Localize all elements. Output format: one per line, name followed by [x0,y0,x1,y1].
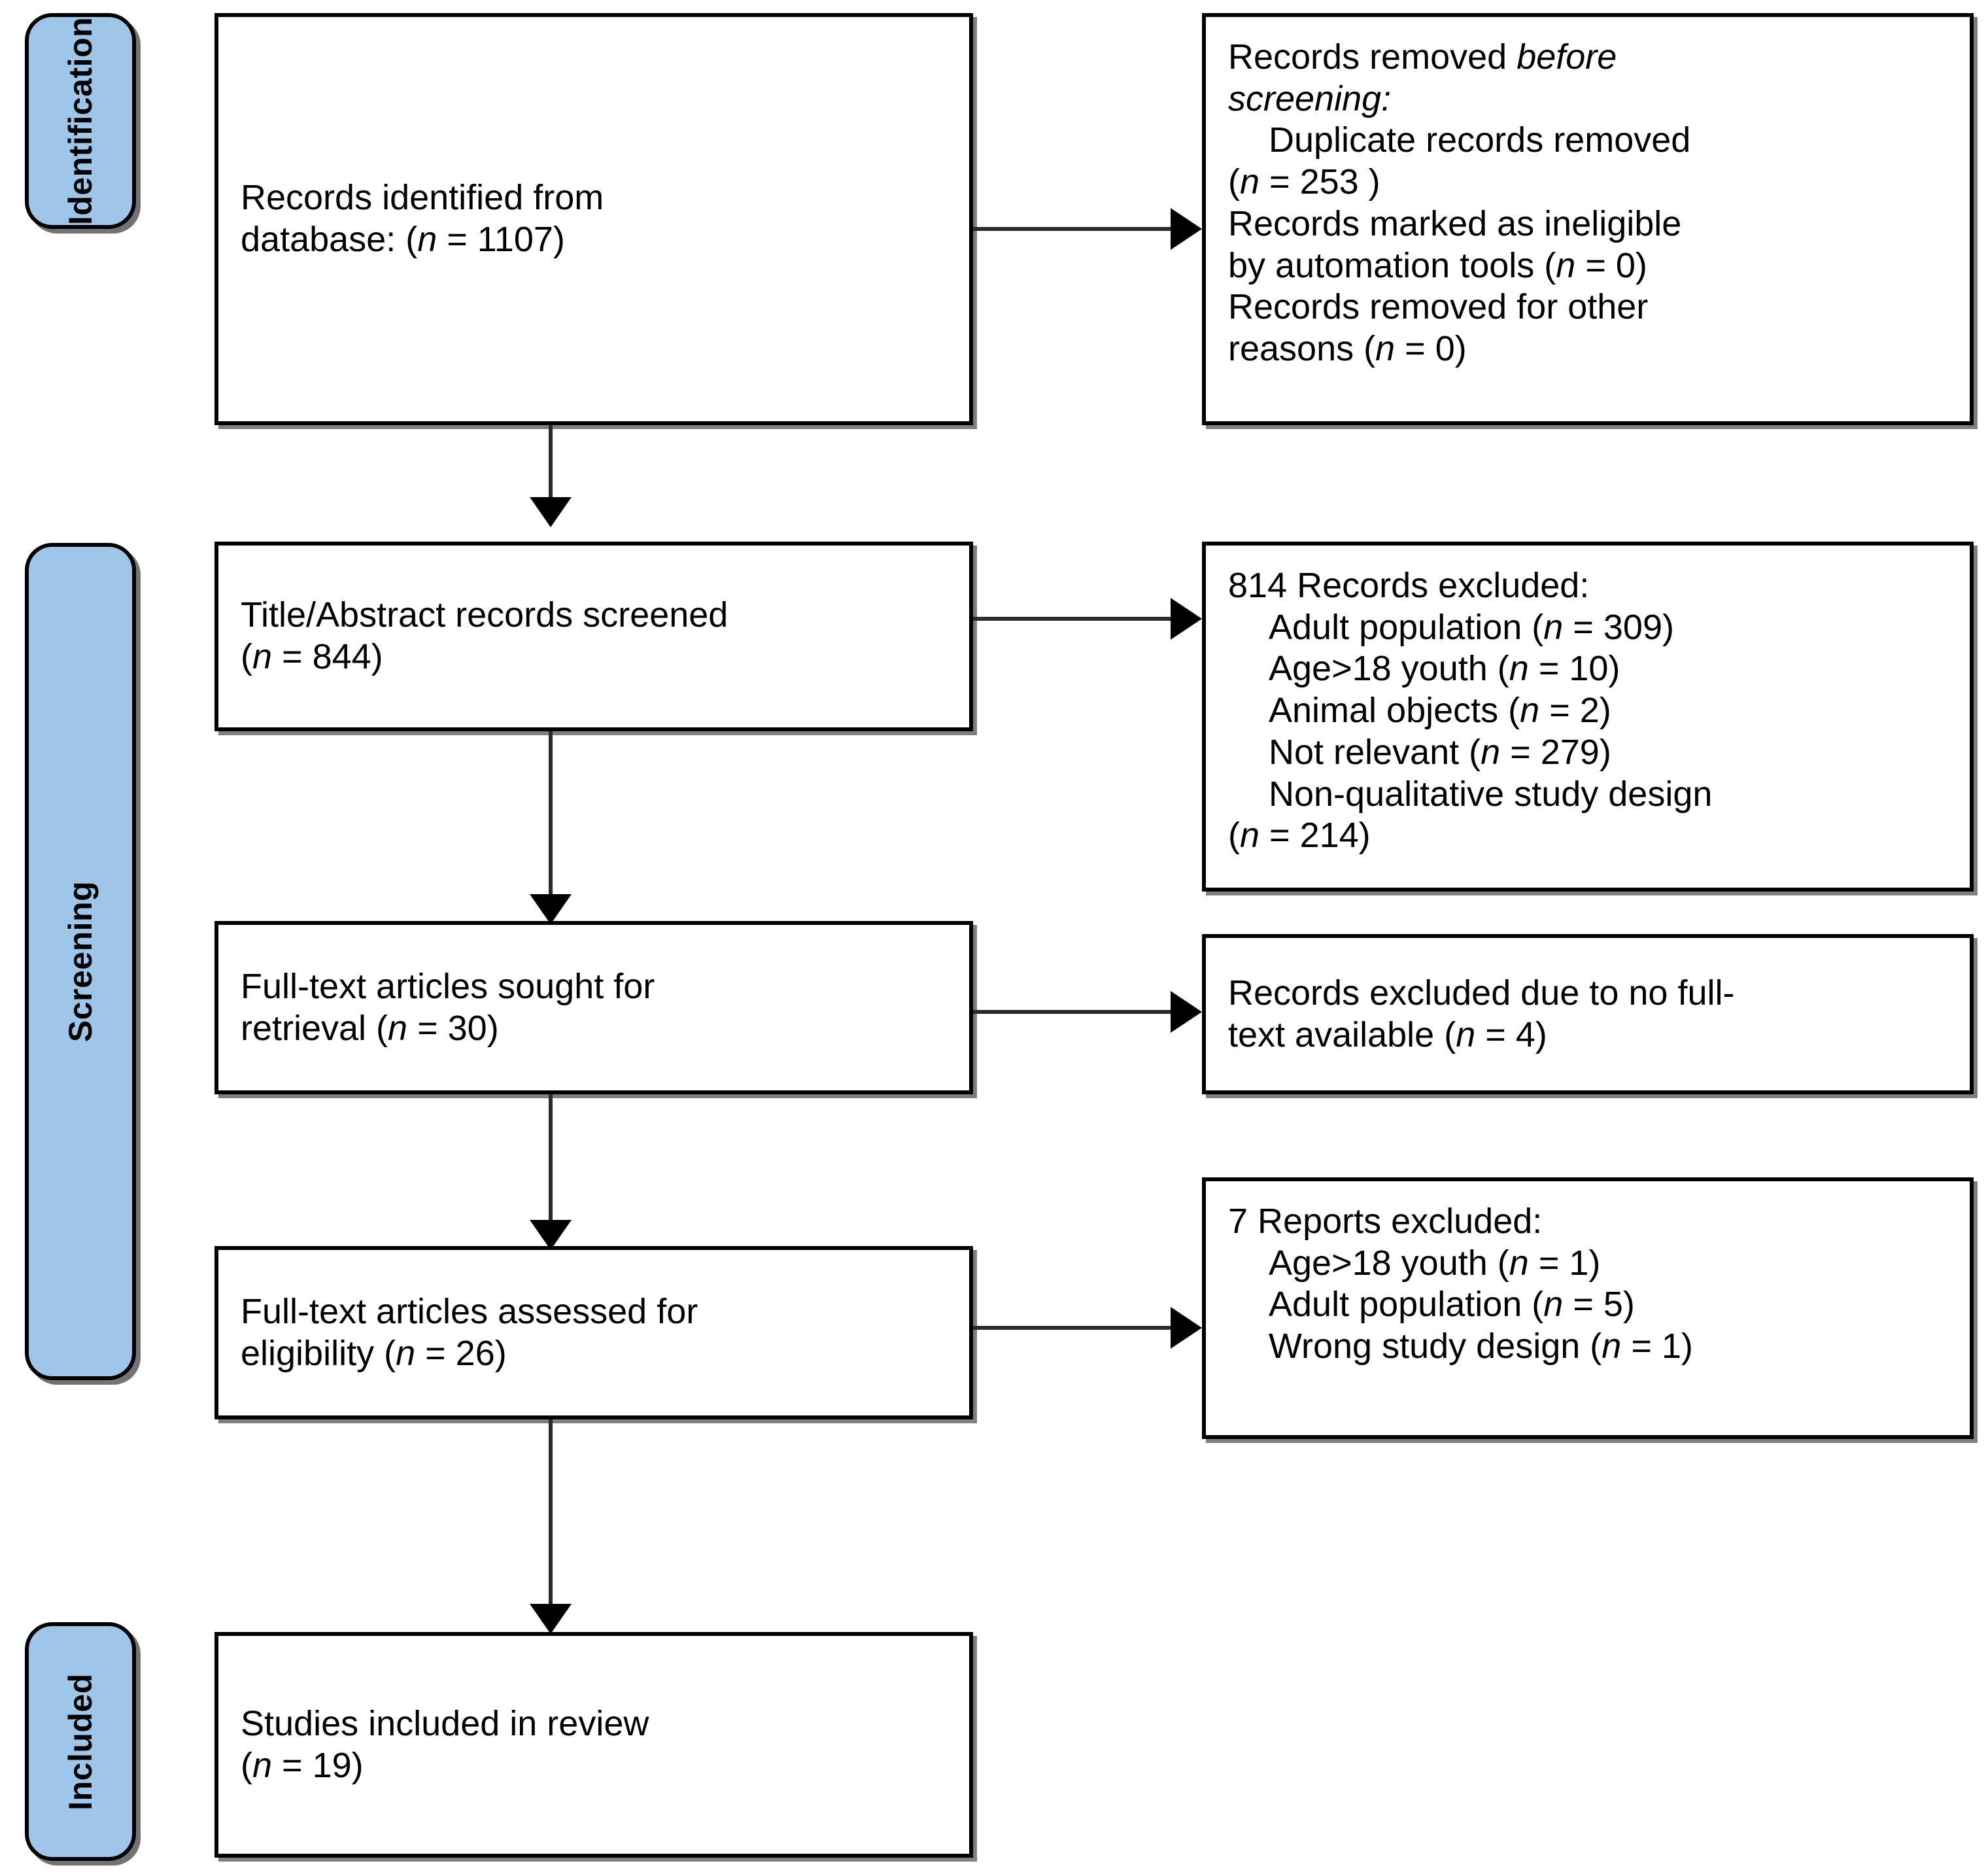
box-line: (n = 253 ) [1228,162,1380,202]
box-line: Adult population (n = 5) [1269,1285,1635,1325]
box-records-excluded-814-text: 814 Records excluded: Adult population (… [1206,546,1734,857]
box-line: Age>18 youth (n = 1) [1269,1243,1601,1283]
box-line: Records removed before [1228,37,1617,77]
box-line: reasons (n = 0) [1228,329,1467,369]
box-records-removed-before-screening: Records removed before screening: Duplic… [1202,13,1974,425]
box-line: (n = 844) [241,637,383,676]
box-records-identified: Records identified from database: (n = 1… [214,13,973,425]
phase-label-identification: Identification [62,16,99,226]
box-reports-excluded-7: 7 Reports excluded: Age>18 youth (n = 1)… [1202,1177,1974,1439]
box-line: Records excluded due to no full- [1228,973,1735,1013]
box-line: Wrong study design (n = 1) [1269,1327,1693,1366]
box-line: (n = 214) [1228,816,1371,856]
box-line: Age>18 youth (n = 10) [1269,649,1620,689]
box-records-removed-text: Records removed before screening: Duplic… [1206,17,1713,370]
box-line: Records identified from [241,178,604,218]
box-records-identified-text: Records identified from database: (n = 1… [218,177,626,260]
box-studies-included-text: Studies included in review (n = 19) [218,1703,671,1786]
phase-pill-included: Included [25,1622,136,1861]
phase-pill-identification: Identification [25,13,136,229]
box-line: eligibility (n = 26) [241,1333,507,1373]
box-fulltext-sought-text: Full-text articles sought for retrieval … [218,966,677,1049]
box-fulltext-assessed-text: Full-text articles assessed for eligibil… [218,1291,720,1374]
box-line: Studies included in review [241,1703,649,1743]
box-fulltext-assessed: Full-text articles assessed for eligibil… [214,1246,973,1419]
phase-pill-screening: Screening [25,543,136,1380]
box-line: Animal objects (n = 2) [1269,691,1611,731]
box-line: text available (n = 4) [1228,1015,1547,1054]
box-line: database: (n = 1107) [241,220,565,259]
box-line: Full-text articles sought for [241,966,655,1006]
box-line: Duplicate records removed [1269,120,1691,160]
phase-label-screening: Screening [62,880,99,1043]
box-line: 814 Records excluded: [1228,566,1590,605]
box-line: Records marked as ineligible [1228,203,1682,243]
box-line: by automation tools (n = 0) [1228,245,1647,285]
box-line: Non-qualitative study design [1269,774,1713,814]
box-fulltext-sought: Full-text articles sought for retrieval … [214,921,973,1094]
box-line: Full-text articles assessed for [241,1291,698,1331]
box-line: Not relevant (n = 279) [1269,732,1611,772]
box-line: retrieval (n = 30) [241,1008,499,1048]
box-line: Adult population (n = 309) [1269,607,1674,647]
box-studies-included: Studies included in review (n = 19) [214,1632,973,1858]
box-line: (n = 19) [241,1745,364,1785]
box-title-abstract-screened: Title/Abstract records screened (n = 844… [214,542,973,731]
box-reports-excluded-7-text: 7 Reports excluded: Age>18 youth (n = 1)… [1206,1181,1715,1368]
phase-label-included: Included [62,1673,99,1811]
box-line: 7 Reports excluded: [1228,1202,1543,1241]
box-excluded-no-fulltext-text: Records excluded due to no full- text av… [1206,973,1757,1056]
box-excluded-no-fulltext: Records excluded due to no full- text av… [1202,934,1974,1094]
box-title-abstract-text: Title/Abstract records screened (n = 844… [218,595,750,678]
box-line: Title/Abstract records screened [241,595,728,635]
box-records-excluded-814: 814 Records excluded: Adult population (… [1202,542,1974,892]
box-line: Records removed for other [1228,287,1649,327]
box-line: screening: [1228,78,1392,118]
